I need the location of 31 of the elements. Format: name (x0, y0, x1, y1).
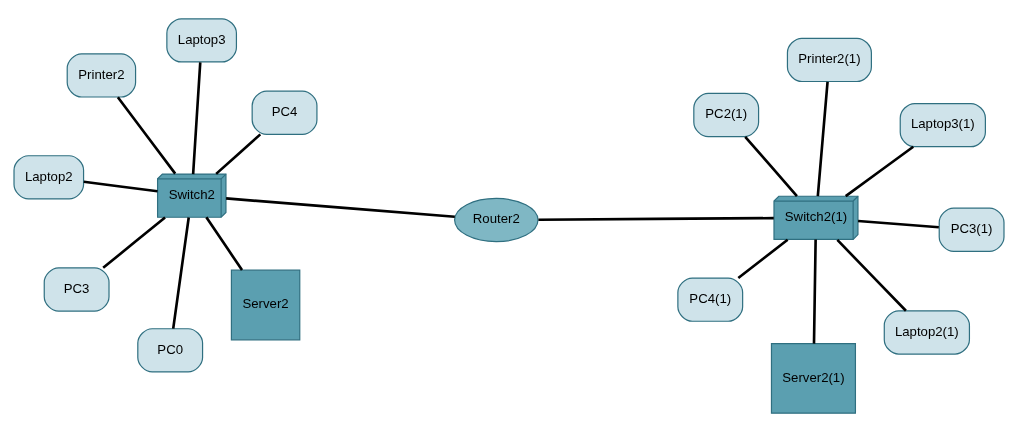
node-box: Laptop3 (166, 17, 238, 63)
node-box: Printer2(1) (786, 37, 872, 82)
node-box: PC4(1) (677, 276, 744, 322)
connector (816, 81, 829, 196)
node-box: Server2(1) (770, 342, 857, 414)
node-box: Laptop2 (13, 154, 85, 199)
connector (83, 180, 158, 193)
node-box: Server2 (230, 269, 301, 340)
connector (538, 216, 774, 221)
node-box: PC2(1) (693, 92, 760, 137)
connector (737, 238, 789, 279)
node-box: PC3 (43, 266, 110, 312)
connector (844, 145, 915, 197)
node-box: PC0 (137, 327, 204, 372)
connector (205, 216, 244, 271)
connector (226, 196, 455, 218)
node-box: PC3(1) (938, 207, 1005, 252)
connector (171, 216, 191, 329)
connector (836, 238, 907, 312)
connector (116, 96, 177, 174)
node-box: Laptop3(1) (899, 102, 986, 147)
connector (858, 219, 939, 229)
node-box: Printer2 (66, 52, 137, 98)
connector (812, 238, 817, 344)
connector (191, 61, 202, 174)
connector (215, 132, 262, 175)
node-box: Laptop2(1) (883, 309, 971, 355)
connector (744, 135, 798, 197)
node-ellipse: Router2 (454, 197, 539, 242)
connector (102, 215, 166, 269)
node-box: PC4 (251, 90, 318, 135)
